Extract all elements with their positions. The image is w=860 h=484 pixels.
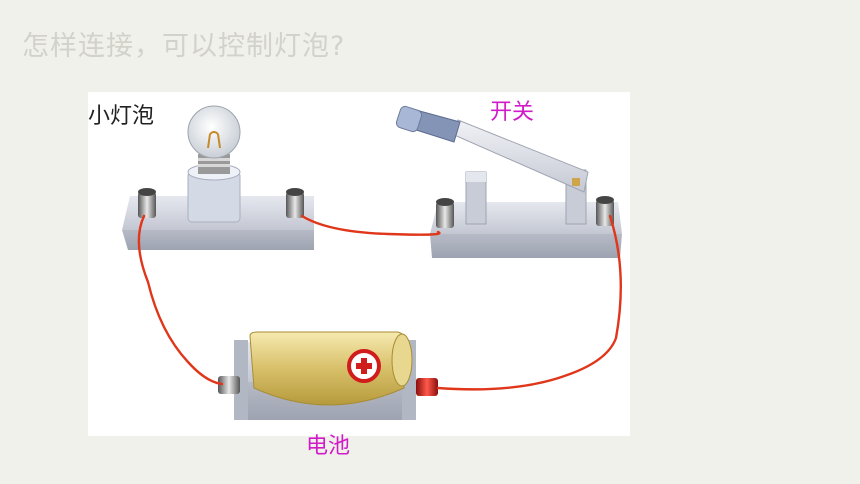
battery-label: 电池 [306, 434, 351, 459]
bulb-terminal-right [286, 188, 304, 218]
switch-terminal-right [596, 196, 614, 226]
plus-circle-icon [347, 349, 381, 383]
switch-block [395, 105, 622, 258]
battery-terminal-negative [218, 376, 240, 394]
bulb-holder [122, 105, 314, 250]
wires [137, 214, 622, 391]
bulb-label: 小灯泡 [88, 104, 155, 129]
switch-terminal-left [436, 198, 454, 228]
battery-holder [218, 331, 438, 420]
wire-bulb-to-battery [137, 214, 224, 386]
switch-handle-icon [395, 105, 461, 143]
circuit-diagram: 小灯泡 开关 [88, 92, 630, 436]
bulb-terminal-left [138, 188, 156, 218]
battery-terminal-positive [416, 378, 438, 396]
question-title: 怎样连接，可以控制灯泡? [22, 31, 346, 62]
circuit-illustration [122, 105, 622, 420]
switch-label: 开关 [490, 100, 535, 125]
wire-switch-to-battery [436, 214, 622, 391]
wire-bulb-to-switch [300, 214, 441, 236]
